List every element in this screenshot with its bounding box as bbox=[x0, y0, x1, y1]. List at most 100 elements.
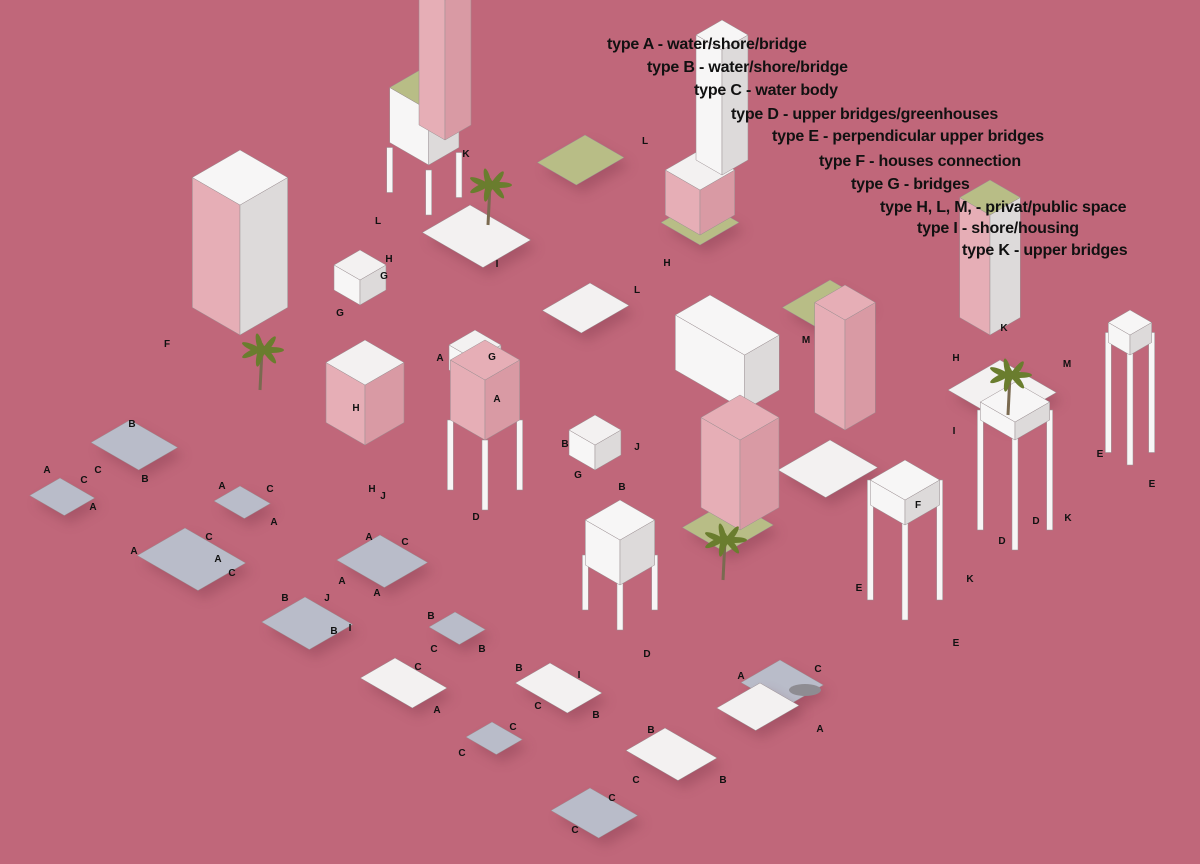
top-face bbox=[674, 294, 780, 356]
top-face bbox=[869, 459, 941, 501]
legend-type-k: type K - upper bridges bbox=[962, 242, 1128, 259]
module-label: A bbox=[816, 724, 823, 735]
module-label: M bbox=[1063, 359, 1071, 370]
module-label: H bbox=[663, 258, 670, 269]
module-label: B bbox=[281, 593, 288, 604]
tile bbox=[716, 682, 805, 739]
tile-surface bbox=[625, 727, 718, 781]
module-label: A bbox=[338, 576, 345, 587]
tile-surface bbox=[421, 204, 532, 268]
module-label: A bbox=[493, 394, 500, 405]
module-label: F bbox=[164, 339, 170, 350]
tile bbox=[359, 657, 453, 716]
top-face bbox=[814, 284, 876, 321]
tile-surface bbox=[136, 527, 247, 591]
tile bbox=[29, 477, 101, 524]
tile bbox=[536, 134, 630, 193]
tile-surface bbox=[465, 721, 523, 755]
tile bbox=[514, 662, 608, 721]
module-label: L bbox=[642, 136, 648, 147]
module-label: H bbox=[352, 403, 359, 414]
legend: type A - water/shore/bridge type B - wat… bbox=[0, 0, 1200, 270]
legend-type-a: type A - water/shore/bridge bbox=[607, 36, 807, 53]
module-d-house bbox=[449, 339, 521, 441]
module-label: C bbox=[94, 465, 101, 476]
module-label: E bbox=[856, 583, 863, 594]
module-k-tower bbox=[959, 179, 1021, 336]
top-face bbox=[325, 339, 405, 386]
module-g-bridge bbox=[568, 414, 622, 471]
module-d-box bbox=[584, 499, 656, 586]
module-label: E bbox=[1097, 449, 1104, 460]
palm-tree-icon bbox=[242, 333, 284, 391]
tile-surface bbox=[90, 419, 179, 471]
left-face bbox=[814, 302, 846, 431]
module-h-arcade bbox=[664, 149, 736, 236]
module-label: C bbox=[571, 825, 578, 836]
module-label: C bbox=[205, 532, 212, 543]
module-label: K bbox=[1064, 513, 1072, 524]
module-g-bridge bbox=[333, 249, 387, 306]
top-face bbox=[979, 381, 1051, 423]
module-label: C bbox=[458, 748, 465, 759]
module-label: C bbox=[80, 475, 87, 486]
module-label: C bbox=[608, 793, 615, 804]
module-label: G bbox=[574, 470, 582, 481]
palm-tree-icon bbox=[990, 358, 1032, 416]
tile-surface bbox=[261, 596, 354, 650]
module-label: K bbox=[966, 574, 974, 585]
tile-surface bbox=[716, 682, 800, 731]
module-label: L bbox=[634, 285, 640, 296]
module-f-house bbox=[191, 149, 289, 336]
module-label: A bbox=[373, 588, 380, 599]
module-label: K bbox=[1000, 323, 1008, 334]
module-label: L bbox=[375, 216, 381, 227]
top-face bbox=[584, 499, 656, 541]
top-face bbox=[695, 19, 749, 51]
columns bbox=[386, 147, 463, 216]
tile bbox=[136, 527, 252, 599]
module-label: A bbox=[43, 465, 50, 476]
tile-surface bbox=[514, 662, 603, 714]
module-d-tower bbox=[979, 381, 1051, 441]
legend-type-d: type D - upper bridges/greenhouses bbox=[731, 106, 999, 123]
legend-type-g: type G - bridges bbox=[851, 176, 970, 193]
module-label: A bbox=[270, 517, 277, 528]
module-label: D bbox=[1032, 516, 1039, 527]
boat-icon bbox=[789, 684, 821, 696]
right-face bbox=[844, 302, 876, 431]
module-label: B bbox=[478, 644, 485, 655]
module-label: C bbox=[814, 664, 821, 675]
tile-surface bbox=[359, 657, 448, 709]
module-label: A bbox=[737, 671, 744, 682]
legend-type-f: type F - houses connection bbox=[819, 153, 1021, 170]
right-face bbox=[444, 0, 472, 141]
tile bbox=[465, 721, 529, 763]
module-label: C bbox=[401, 537, 408, 548]
module-label: I bbox=[349, 623, 352, 634]
legend-type-i: type I - shore/housing bbox=[917, 220, 1079, 237]
tile bbox=[213, 485, 277, 527]
module-label: H bbox=[952, 353, 959, 364]
module-label: A bbox=[130, 546, 137, 557]
tile bbox=[90, 419, 184, 478]
module-label: C bbox=[534, 701, 541, 712]
tile-surface bbox=[550, 787, 639, 839]
module-label: C bbox=[266, 484, 273, 495]
module-e-tower bbox=[1107, 309, 1153, 356]
module-label: B bbox=[427, 611, 434, 622]
tile-surface bbox=[428, 611, 486, 645]
module-label: E bbox=[953, 638, 960, 649]
module-label: I bbox=[496, 259, 499, 270]
module-label: B bbox=[141, 474, 148, 485]
top-face bbox=[449, 339, 521, 381]
tile-surface bbox=[213, 485, 271, 519]
module-label: C bbox=[509, 722, 516, 733]
module-label: D bbox=[998, 536, 1005, 547]
module-label: F bbox=[915, 500, 921, 511]
module-label: J bbox=[324, 593, 330, 604]
module-label: C bbox=[632, 775, 639, 786]
module-label: B bbox=[515, 663, 522, 674]
module-label: C bbox=[414, 662, 421, 673]
